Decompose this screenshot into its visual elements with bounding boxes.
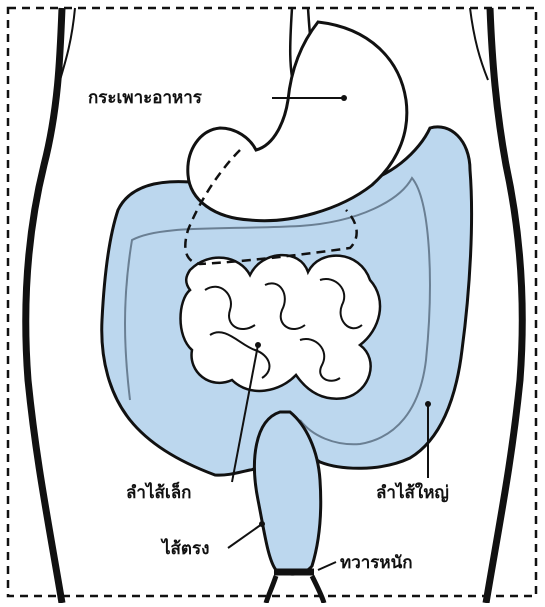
rectum-label: ไส้ตรง <box>160 538 211 560</box>
stomach-leader-dot <box>341 95 347 101</box>
rectum-leader-dot <box>259 521 265 527</box>
large-intestine-leader-dot <box>425 401 431 407</box>
stomach-label: กระเพาะอาหาร <box>86 87 204 109</box>
rectum-exit <box>266 576 324 603</box>
anus-leader <box>318 562 336 570</box>
body-outline-right <box>486 8 522 603</box>
small-intestine-leader-dot <box>255 342 261 348</box>
body-outline-right-inner <box>470 8 488 80</box>
body-outline-left <box>26 8 62 603</box>
anus-label: ทวารหนัก <box>338 552 415 574</box>
small-intestine-label: ลำไส้เล็ก <box>124 482 193 504</box>
large-intestine-label: ลำไส้ใหญ่ <box>374 482 451 504</box>
rectum-leader <box>228 524 262 548</box>
